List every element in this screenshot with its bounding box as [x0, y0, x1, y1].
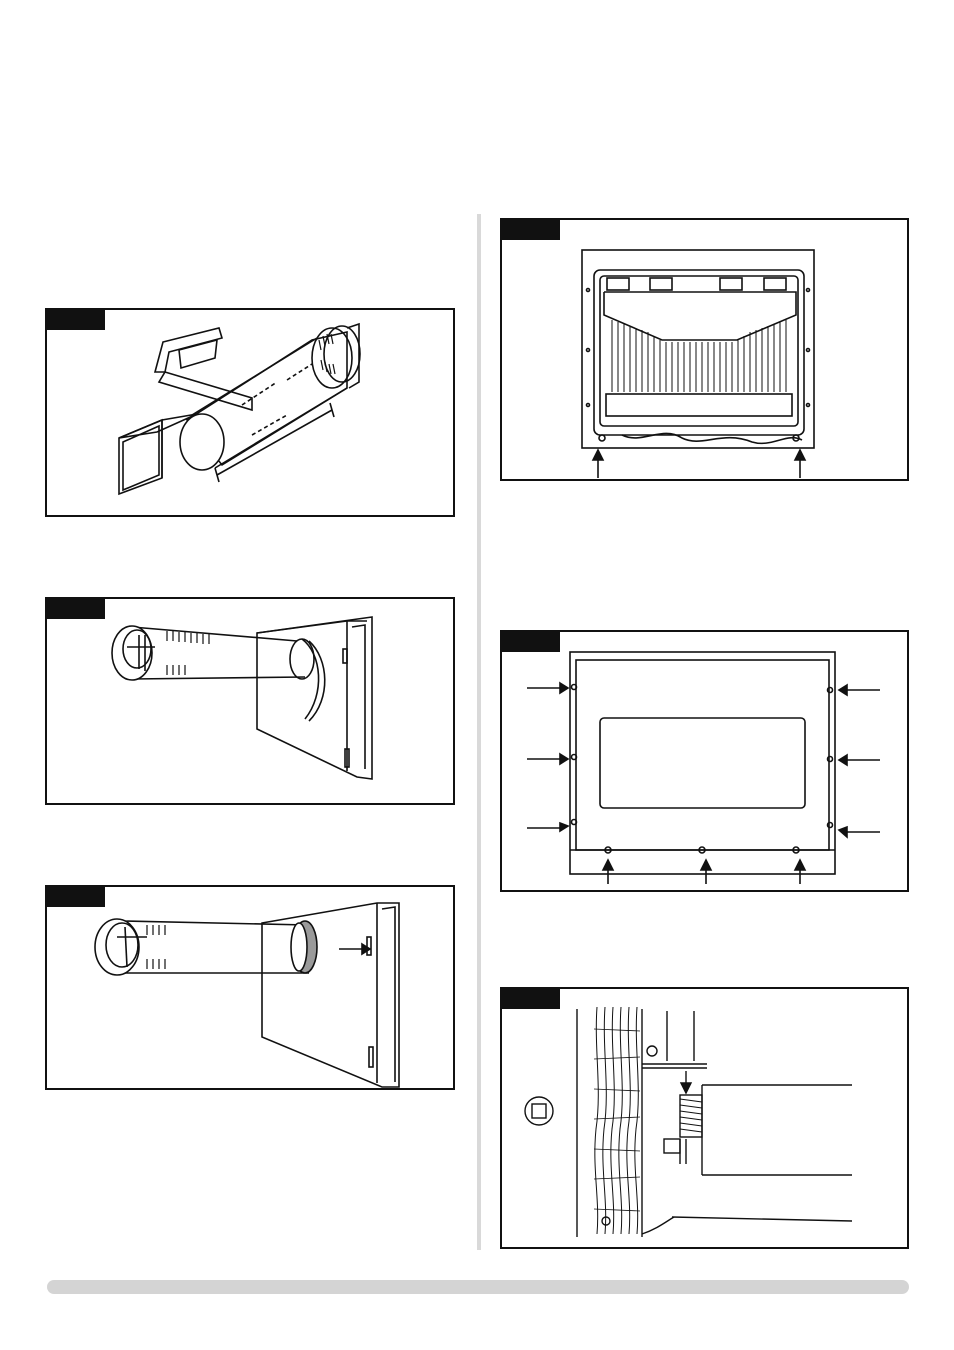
figure-1	[45, 308, 455, 517]
figure-3	[45, 885, 455, 1090]
vent-pipe-bracket-illustration	[47, 310, 457, 519]
vent-pipe-wall-plate-illustration	[47, 599, 457, 807]
figure-2	[45, 597, 455, 805]
column-divider	[477, 214, 481, 1250]
wall-section-fastener-illustration	[502, 989, 911, 1251]
figure-4	[500, 218, 909, 481]
vent-pipe-inserted-illustration	[47, 887, 457, 1092]
figure-5	[500, 630, 909, 892]
footer-bar	[47, 1280, 909, 1294]
figure-6	[500, 987, 909, 1249]
firebox-front-illustration	[502, 220, 911, 483]
front-frame-illustration	[502, 632, 911, 894]
